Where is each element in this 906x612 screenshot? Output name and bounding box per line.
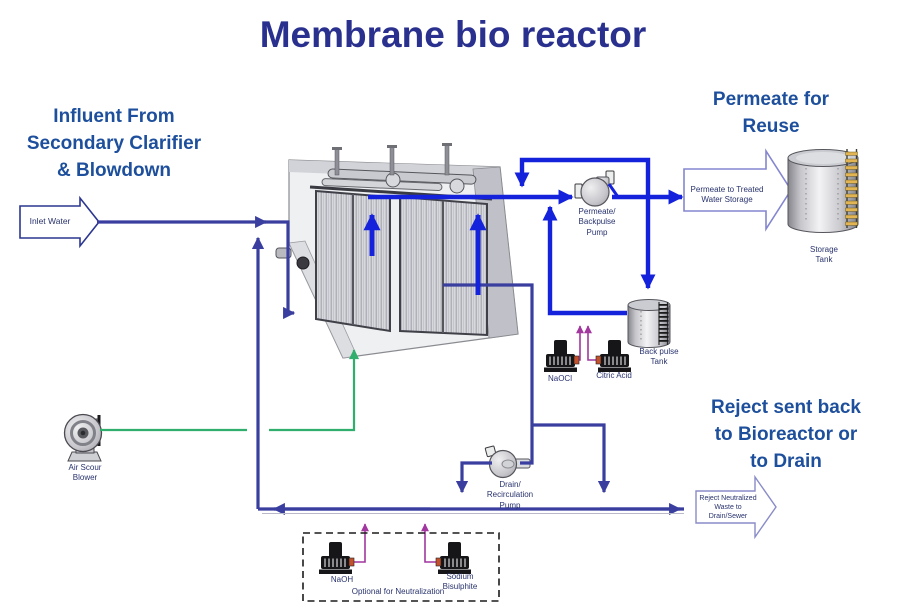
indigo-process-lines [97,215,684,516]
naocl-label: NaOCl [547,374,572,383]
permeate-out-arrow [683,148,792,232]
optional-box-label: Optional for Neutralization [351,587,445,596]
air-scour-blower-icon [63,413,103,462]
permeate-backpulse-pump-icon [574,170,615,207]
permeate-lines [363,157,684,316]
sodium-bisulphite-label: Sodium Bisulphite [442,572,478,592]
ladder-icon [658,302,669,345]
backpulse-tank-label: Back pulse Tank [639,347,679,367]
inlet-to-tank-line [264,220,296,320]
citric-line [584,325,599,361]
membrane-bioreactor-tank-icon [275,143,519,359]
page-title: Membrane bio reactor [259,14,647,55]
inlet-water-arrow [19,195,101,249]
drain-pump-label: Drain/ Recirculation Pump [486,480,534,510]
citric-acid-pump-icon [595,339,632,373]
heading-influent: Influent From Secondary Clarifier & Blow… [26,106,202,181]
backpulse-riser-line [542,205,627,316]
permeate-pump-label: Permeate/ Backpulse Pump [578,207,616,237]
naoh-pump-icon [318,541,355,575]
air-line-2 [269,348,360,432]
drain-pump-outlet-line [455,461,492,494]
bisulphite-line [421,523,439,563]
permeate-arrow-label: Permeate to Treated Water Storage [690,185,764,205]
reject-arrow-label: Reject Neutralized Waste to Drain/Sewer [699,495,757,521]
naocl-line [575,325,584,361]
sodium-bisulphite-pump-icon [435,541,472,575]
backpulse-loop-line [514,157,651,195]
inlet-arrow-label: Inlet Water [29,216,71,226]
reject-out-arrow [695,474,777,540]
citric-acid-label: Citric Acid [596,371,632,380]
optional-neutralization-box [302,532,500,602]
heading-reject: Reject sent back to Bioreactor or to Dra… [711,397,861,472]
naocl-pump-icon [543,339,580,373]
naoh-line [351,523,369,563]
storage-tank-icon [787,149,859,233]
ladder-icon [845,149,858,228]
drain-bypass-line [532,423,611,494]
backpulse-tank-icon [627,299,671,348]
air-scour-lines [100,348,360,432]
air-blower-label: Air Scour Blower [68,463,102,483]
tank-drain-line [443,283,534,465]
storage-tank-label: Storage Tank [809,245,839,265]
heading-permeate-reuse: Permeate for Reuse [712,89,830,137]
naoh-label: NaOH [330,575,354,584]
